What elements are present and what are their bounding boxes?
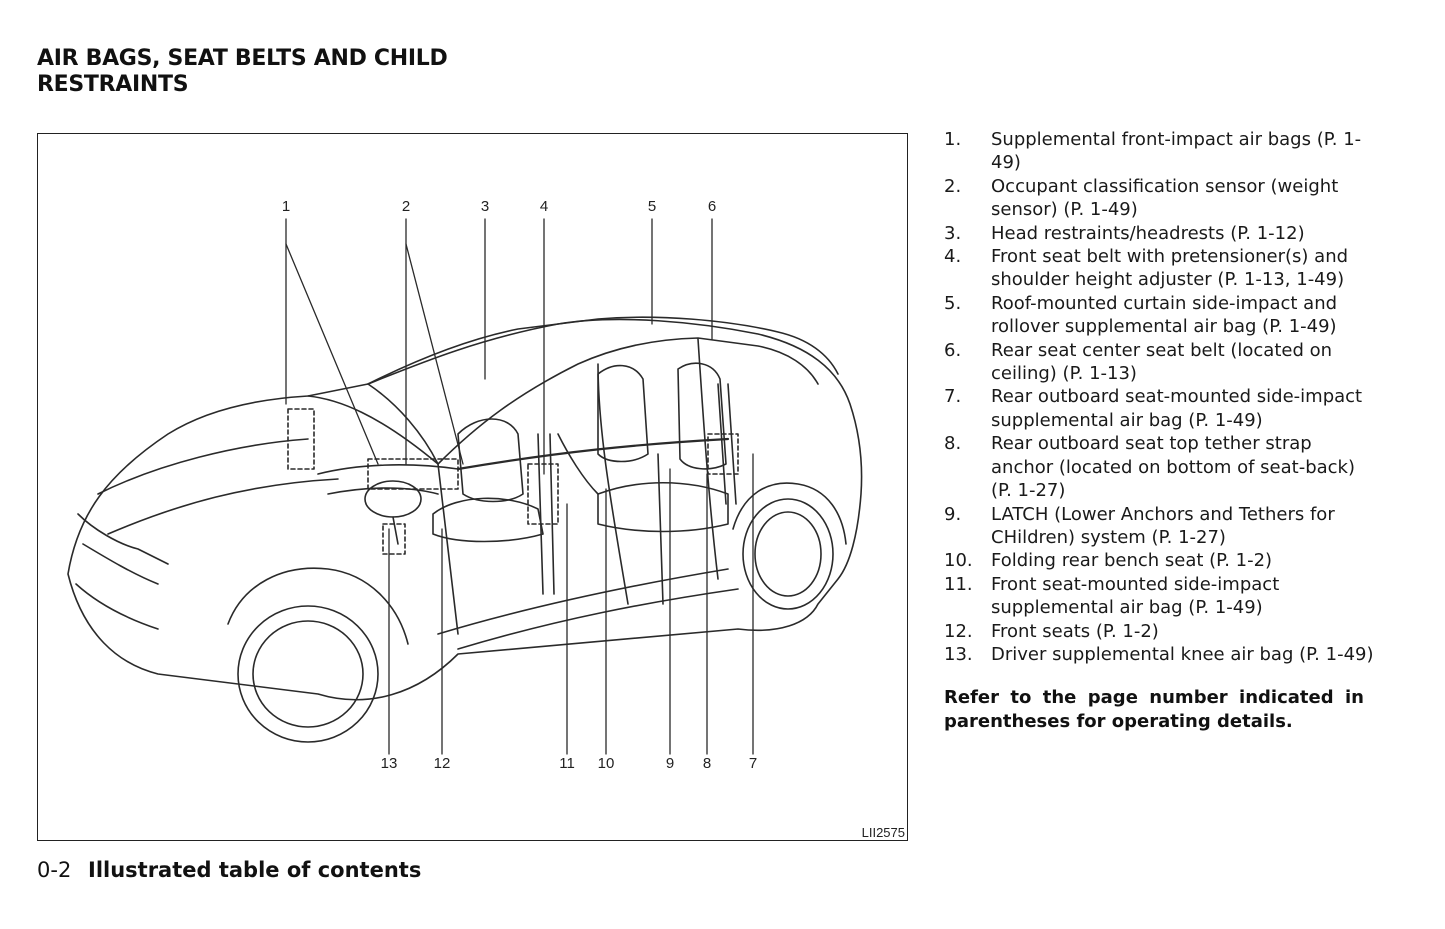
item-number: 10. (944, 550, 973, 572)
list-item: 2. Occupant classification sensor (weight… (944, 175, 1374, 222)
list-item: 3. Head restraints/headrests (P. 1-12) (944, 222, 1374, 245)
reference-note: Refer to the page number indicated in pa… (944, 687, 1364, 732)
item-number: 9. (944, 503, 962, 525)
figure-code: LII2575 (861, 825, 905, 840)
item-text: Folding rear bench seat (P. 1-2) (991, 550, 1273, 572)
page-number: 0-2 (37, 858, 72, 882)
page-heading: AIR BAGS, SEAT BELTS AND CHILD RESTRAINT… (37, 46, 497, 98)
list-item: 13. Driver supplemental knee air bag (P. … (944, 643, 1374, 666)
page-footer: 0-2 Illustrated table of contents (37, 858, 421, 882)
heading-line-2: RESTRAINTS (37, 72, 189, 97)
item-number: 13. (944, 643, 973, 665)
item-number: 3. (944, 222, 962, 244)
list-item: 8. Rear outboard seat top tether strap an… (944, 432, 1374, 502)
heading-line-1: AIR BAGS, SEAT BELTS AND CHILD (37, 46, 448, 71)
item-text: Front seat-mounted side-impact supplemen… (991, 573, 1280, 619)
callout-13: 13 (380, 755, 398, 772)
item-number: 7. (944, 386, 962, 408)
item-text: Front seats (P. 1-2) (991, 620, 1159, 642)
list-item: 5. Roof-mounted curtain side-impact and r… (944, 292, 1374, 339)
item-number: 2. (944, 175, 962, 197)
item-text: Rear seat center seat belt (located on c… (991, 339, 1333, 385)
list-item: 6. Rear seat center seat belt (located on… (944, 339, 1374, 386)
item-text: Rear outboard seat-mounted side-impact s… (991, 386, 1363, 431)
callout-12: 12 (433, 755, 451, 772)
item-number: 1. (944, 129, 962, 150)
item-text: Roof-mounted curtain side-impact and rol… (991, 292, 1338, 338)
list-item: 10. Folding rear bench seat (P. 1-2) (944, 549, 1374, 572)
section-title: Illustrated table of contents (88, 858, 422, 882)
list-item: 11. Front seat-mounted side-impact supple… (944, 573, 1374, 620)
item-text: Front seat belt with pretensioner(s) and… (991, 246, 1349, 291)
callout-8: 8 (702, 755, 712, 772)
callout-9: 9 (665, 755, 675, 772)
item-text: Occupant classification sensor (weight s… (991, 175, 1339, 221)
callout-10: 10 (597, 755, 615, 772)
list-item: 4. Front seat belt with pretensioner(s) a… (944, 245, 1374, 292)
callout-11: 11 (559, 755, 575, 772)
list-item: 7. Rear outboard seat-mounted side-impact… (944, 385, 1374, 432)
callout-3: 3 (480, 198, 490, 215)
callout-4: 4 (539, 198, 549, 215)
callout-2: 2 (401, 198, 411, 215)
item-text: LATCH (Lower Anchors and Tethers for CHi… (991, 503, 1335, 548)
item-number: 5. (944, 292, 962, 314)
car-line-drawing (67, 218, 863, 755)
vehicle-illustration: 1 2 3 4 5 6 13 12 11 10 9 8 7 LII2575 (37, 133, 908, 841)
item-text: Driver supplemental knee air bag (P. 1-4… (991, 643, 1374, 665)
callout-5: 5 (647, 198, 657, 215)
callout-6: 6 (707, 198, 717, 215)
item-text: Rear outboard seat top tether strap anch… (991, 433, 1355, 502)
component-list: 1. Supplemental front-impact air bags (P.… (944, 128, 1374, 666)
item-number: 12. (944, 620, 973, 642)
list-item: 9. LATCH (Lower Anchors and Tethers for C… (944, 503, 1374, 550)
item-text: Supplemental front-impact air bags (P. 1… (991, 129, 1362, 174)
item-number: 11. (944, 573, 973, 595)
item-text: Head restraints/headrests (P. 1-12) (991, 222, 1305, 244)
item-number: 6. (944, 339, 962, 361)
list-item: 12. Front seats (P. 1-2) (944, 620, 1374, 643)
callout-7: 7 (748, 755, 758, 772)
item-number: 4. (944, 246, 962, 268)
item-number: 8. (944, 433, 962, 455)
callout-1: 1 (281, 198, 291, 215)
list-item: 1. Supplemental front-impact air bags (P.… (944, 128, 1374, 175)
